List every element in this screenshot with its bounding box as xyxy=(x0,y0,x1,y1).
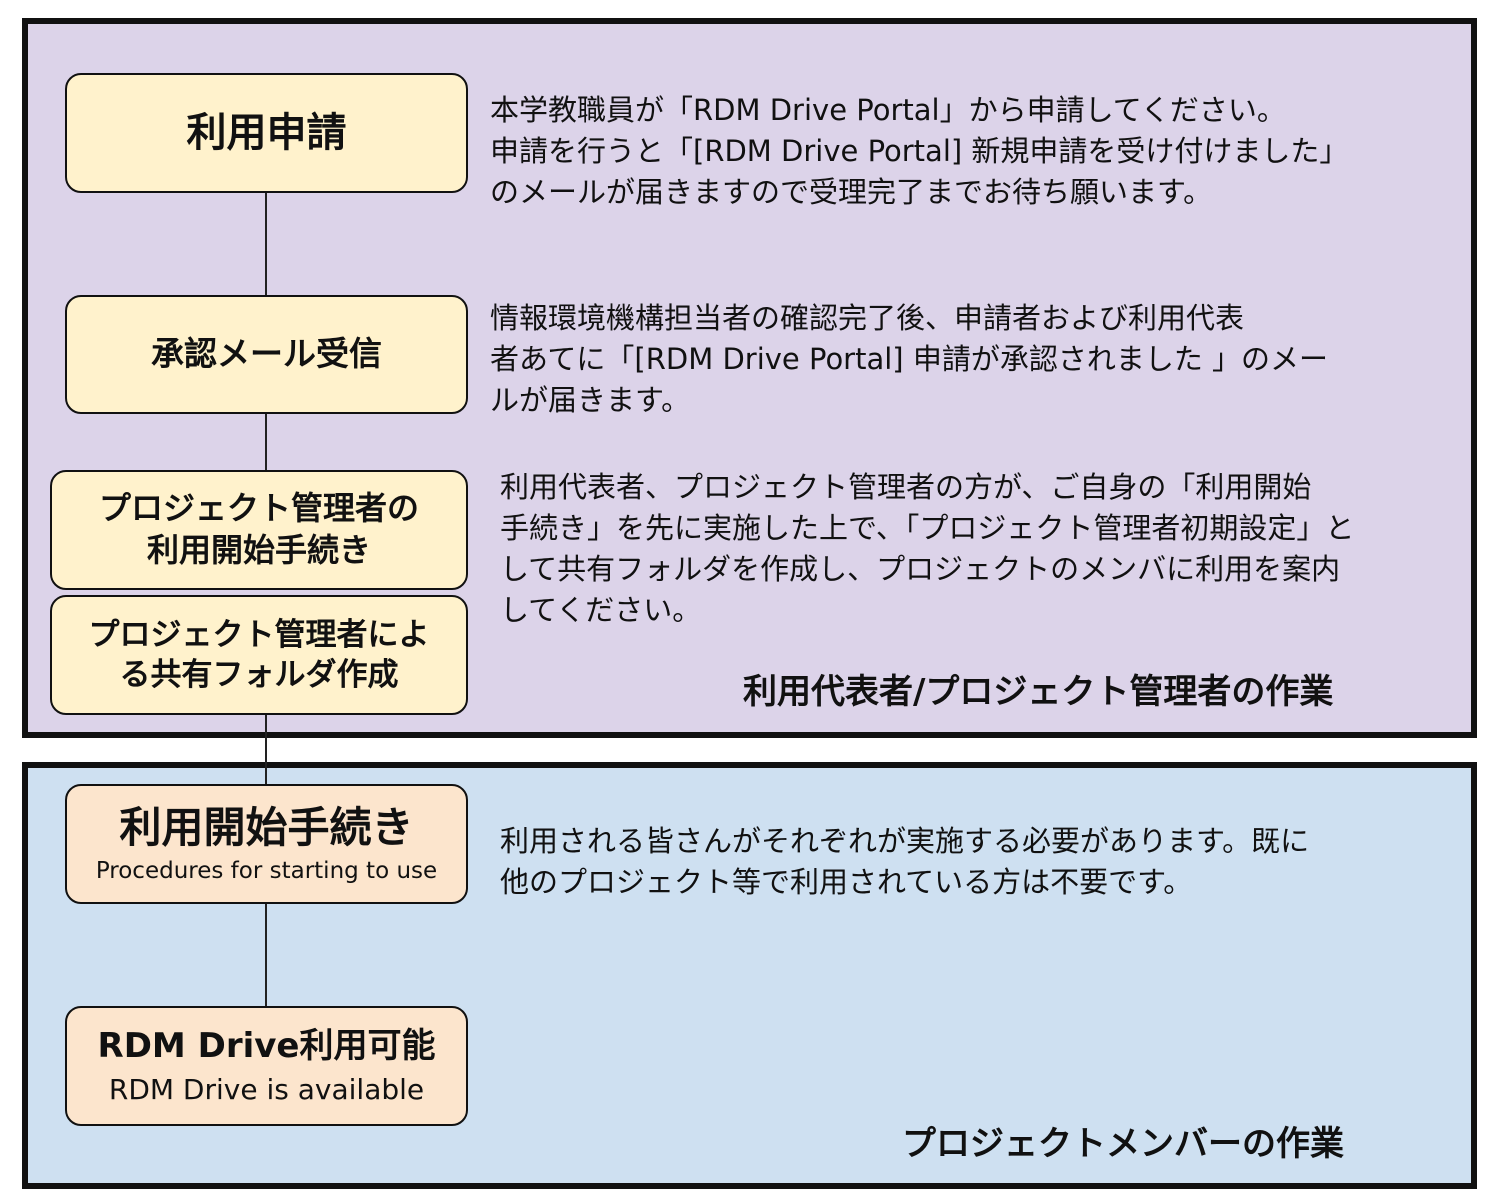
flow-connector xyxy=(265,413,267,471)
step-subtitle: Procedures for starting to use xyxy=(95,858,438,885)
description-usage-application: 本学教職員が「RDM Drive Portal」から申請してください。 申請を行… xyxy=(490,90,1348,213)
step-shared-folder-creation: プロジェクト管理者によ る共有フォルダ作成 xyxy=(50,595,468,715)
description-line: 利用される皆さんがそれぞれが実施する必要があります。既に xyxy=(500,824,1310,858)
description-line: 利用代表者、プロジェクト管理者の方が、ご自身の「利用開始 xyxy=(500,470,1312,504)
step-title: 利用申請 xyxy=(186,110,347,156)
section-label-project-member: プロジェクトメンバーの作業 xyxy=(902,1124,1344,1164)
flow-connector xyxy=(265,715,267,785)
step-start-procedure: 利用開始手続き Procedures for starting to use xyxy=(65,784,468,904)
description-line: してください。 xyxy=(500,593,702,627)
step-title-line: 利用開始手続き xyxy=(146,531,371,569)
step-title-line: プロジェクト管理者によ xyxy=(88,616,430,653)
description-line: 情報環境機構担当者の確認完了後、申請者および利用代表 xyxy=(490,301,1245,335)
description-line: のメールが届きますので受理完了までお待ち願います。 xyxy=(490,175,1213,209)
step-title-line: る共有フォルダ作成 xyxy=(119,657,399,693)
step-pm-start-procedure: プロジェクト管理者の 利用開始手続き xyxy=(50,470,468,590)
flow-connector xyxy=(265,903,267,1007)
description-line: 手続き」を先に実施した上で、「プロジェクト管理者初期設定」と xyxy=(500,511,1355,545)
step-title: 利用開始手続き xyxy=(119,802,414,852)
step-usage-application: 利用申請 xyxy=(65,73,468,193)
description-line: 他のプロジェクト等で利用されている方は不要です。 xyxy=(500,865,1193,899)
description-line: 者あてに「[RDM Drive Portal] 申請が承認されました 」のメー xyxy=(490,342,1329,376)
step-subtitle: RDM Drive is available xyxy=(108,1072,425,1106)
description-line: ルが届きます。 xyxy=(490,383,691,417)
step-approval-email: 承認メール受信 xyxy=(65,295,468,414)
description-line: して共有フォルダを作成し、プロジェクトのメンバに利用を案内 xyxy=(500,552,1341,586)
step-title-line: プロジェクト管理者の xyxy=(98,489,419,528)
description-approval-email: 情報環境機構担当者の確認完了後、申請者および利用代表 者あてに「[RDM Dri… xyxy=(490,298,1328,421)
step-rdm-drive-available: RDM Drive利用可能 RDM Drive is available xyxy=(65,1006,468,1126)
description-pm-setup: 利用代表者、プロジェクト管理者の方が、ご自身の「利用開始 手続き」を先に実施した… xyxy=(500,467,1354,631)
section-label-representative-pm: 利用代表者/プロジェクト管理者の作業 xyxy=(743,672,1334,712)
description-line: 申請を行うと「[RDM Drive Portal] 新規申請を受け付けました」 xyxy=(490,134,1349,168)
flow-connector xyxy=(265,192,267,296)
description-member-procedure: 利用される皆さんがそれぞれが実施する必要があります。既に 他のプロジェクト等で利… xyxy=(500,821,1309,903)
step-title: 承認メール受信 xyxy=(151,334,382,374)
description-line: 本学教職員が「RDM Drive Portal」から申請してください。 xyxy=(490,93,1286,127)
step-title: RDM Drive利用可能 xyxy=(97,1025,436,1066)
